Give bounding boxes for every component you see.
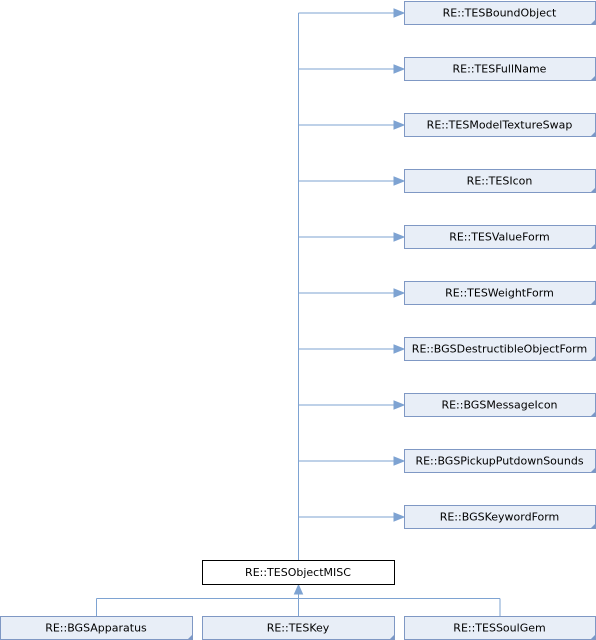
class-node-focus[interactable]: RE::TESObjectMISC [202,560,395,585]
fold-corner-icon [591,20,595,24]
arrow-icon [393,64,406,74]
fold-corner-icon [591,132,595,136]
inheritance-edges [96,8,501,616]
class-node-tesfull-name-label[interactable]: RE::TESFullName [453,63,547,76]
fold-corner-icon [591,635,595,639]
derived-arrow-icon [293,583,304,595]
fold-corner-icon [591,412,595,416]
class-node-tesfull-name[interactable]: RE::TESFullName [404,57,596,81]
arrow-icon [393,400,406,410]
fold-corner-icon [591,468,595,472]
arrow-icon [393,512,406,522]
class-node-tesmodel-texture-swap[interactable]: RE::TESModelTextureSwap [404,113,596,137]
class-node-bgsmessage-icon-label[interactable]: RE::BGSMessageIcon [441,399,557,412]
arrow-icon [393,176,406,186]
class-node-bgsapparatus-label[interactable]: RE::BGSApparatus [45,622,147,635]
class-node-bgsdestructible-object-form-label[interactable]: RE::BGSDestructibleObjectForm [412,343,587,356]
fold-corner-icon [591,300,595,304]
class-node-bgskeyword-form-label[interactable]: RE::BGSKeywordForm [440,511,560,524]
class-node-tesbound-object[interactable]: RE::TESBoundObject [404,1,596,25]
class-node-bgspickup-putdown-sounds-label[interactable]: RE::BGSPickupPutdownSounds [415,455,583,468]
class-node-focus-label[interactable]: RE::TESObjectMISC [245,566,351,579]
class-node-tesvalue-form[interactable]: RE::TESValueForm [404,225,596,249]
fold-corner-icon [591,524,595,528]
class-node-bgsapparatus[interactable]: RE::BGSApparatus [0,616,193,640]
fold-corner-icon [591,76,595,80]
class-node-tesvalue-form-label[interactable]: RE::TESValueForm [449,231,550,244]
class-node-tesmodel-texture-swap-label[interactable]: RE::TESModelTextureSwap [427,119,573,132]
arrow-icon [393,344,406,354]
arrow-icon [393,456,406,466]
class-node-bgspickup-putdown-sounds[interactable]: RE::BGSPickupPutdownSounds [404,449,596,473]
class-node-tesbound-object-label[interactable]: RE::TESBoundObject [443,7,557,20]
class-node-tessoul-gem-label[interactable]: RE::TESSoulGem [453,622,545,635]
arrow-icon [393,8,406,18]
class-node-bgsdestructible-object-form[interactable]: RE::BGSDestructibleObjectForm [404,337,596,361]
class-node-teskey[interactable]: RE::TESKey [202,616,395,640]
fold-corner-icon [591,244,595,248]
class-node-tesweight-form[interactable]: RE::TESWeightForm [404,281,596,305]
class-node-bgsmessage-icon[interactable]: RE::BGSMessageIcon [404,393,596,417]
arrow-icon [393,120,406,130]
class-node-bgskeyword-form[interactable]: RE::BGSKeywordForm [404,505,596,529]
class-node-focus-box[interactable] [202,560,395,585]
fold-corner-icon [591,188,595,192]
arrow-icon [393,288,406,298]
fold-corner-icon [188,635,192,639]
fold-corner-icon [390,635,394,639]
class-node-tesicon-label[interactable]: RE::TESIcon [467,175,533,188]
class-node-tesweight-form-label[interactable]: RE::TESWeightForm [445,287,554,300]
fold-corner-icon [591,356,595,360]
class-node-tessoul-gem[interactable]: RE::TESSoulGem [404,616,596,640]
class-node-tesicon[interactable]: RE::TESIcon [404,169,596,193]
arrow-icon [393,232,406,242]
class-node-teskey-label[interactable]: RE::TESKey [267,622,330,635]
